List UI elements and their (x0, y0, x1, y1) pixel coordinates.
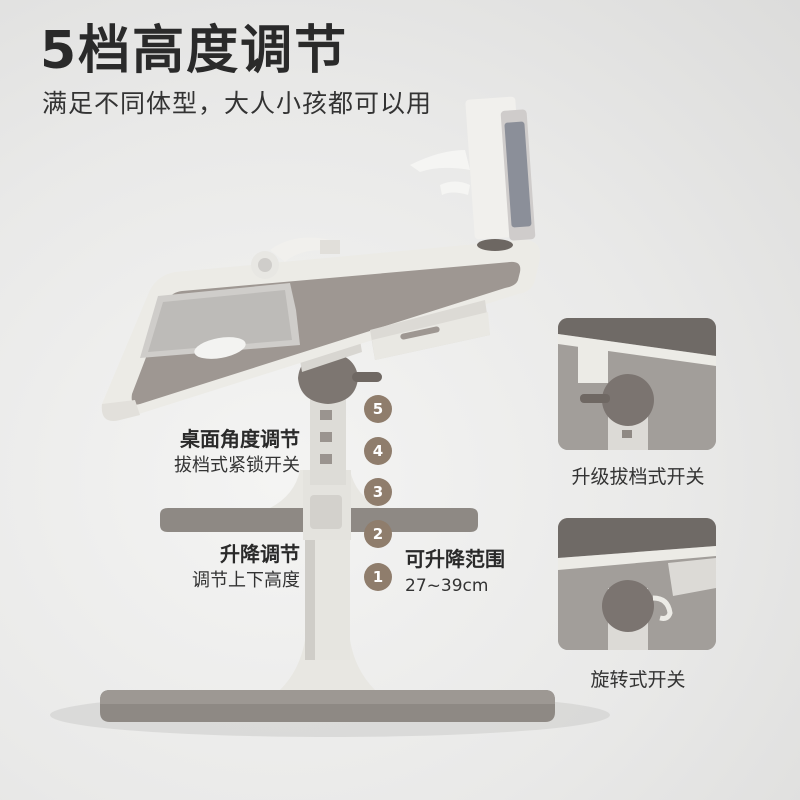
level-badge-4: 4 (364, 437, 392, 465)
height-range-label: 可升降范围 27~39cm (405, 545, 505, 599)
tilt-adjust-subtitle: 拔档式紧锁开关 (174, 455, 300, 476)
rotary-switch-image (558, 518, 716, 650)
pull-switch-image (558, 318, 716, 450)
tilt-adjust-label: 桌面角度调节 拔档式紧锁开关 (130, 425, 300, 479)
subheadline: 满足不同体型，大人小孩都可以用 (42, 89, 433, 118)
level-badge-5: 5 (364, 395, 392, 423)
lift-adjust-title: 升降调节 (220, 542, 300, 566)
height-range-value: 27~39cm (405, 576, 489, 596)
pull-switch-thumbnail (558, 318, 716, 450)
lift-adjust-subtitle: 调节上下高度 (192, 570, 300, 591)
rotary-switch-thumbnail (558, 518, 716, 650)
level-badge-2: 2 (364, 520, 392, 548)
tilt-adjust-title: 桌面角度调节 (180, 427, 300, 451)
pull-switch-caption: 升级拔档式开关 (571, 466, 705, 488)
lift-adjust-label: 升降调节 调节上下高度 (150, 540, 300, 594)
level-badge-3: 3 (364, 478, 392, 506)
height-range-title: 可升降范围 (405, 547, 505, 571)
rotary-switch-caption: 旋转式开关 (590, 669, 686, 691)
headline: 5档高度调节 (40, 21, 349, 81)
level-badge-1: 1 (364, 563, 392, 591)
